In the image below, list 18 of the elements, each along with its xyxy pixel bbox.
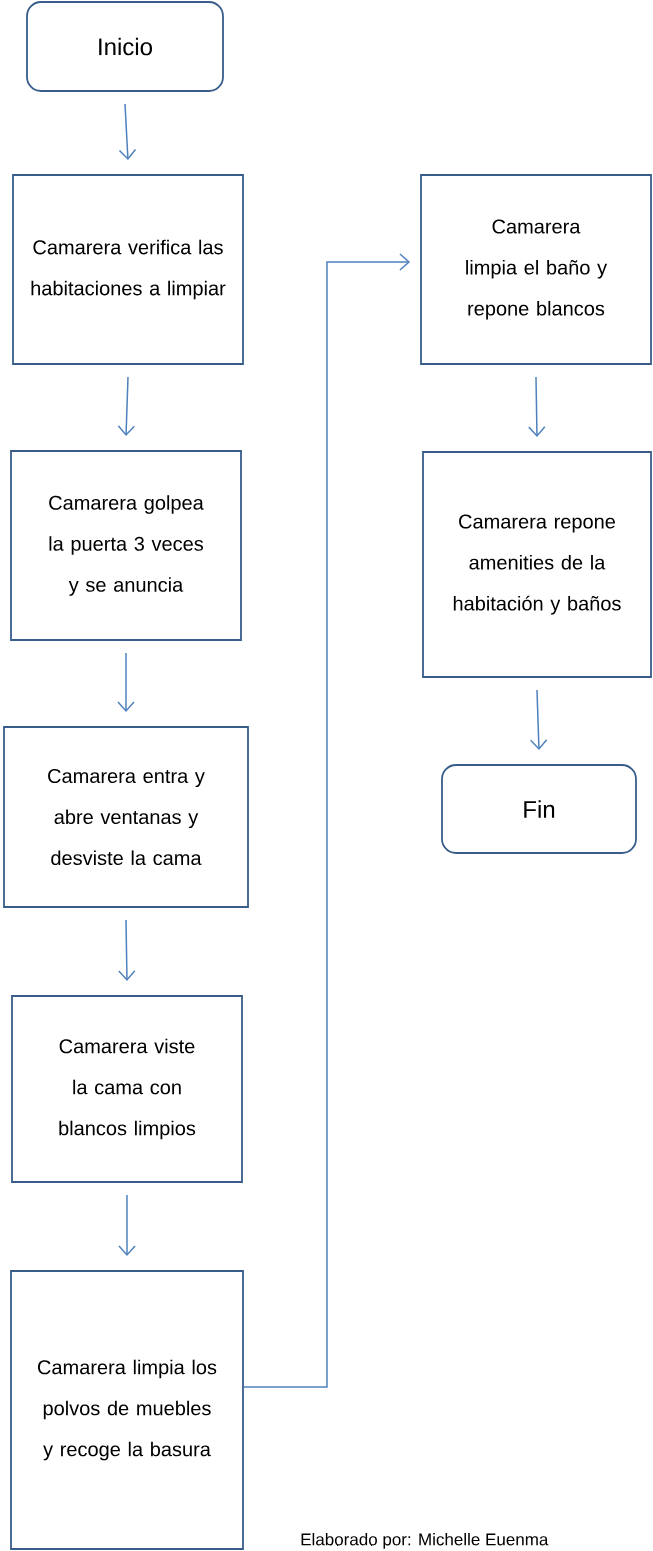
process-box: Camarera entra y abre ventanas y desviste la cama [3, 726, 249, 908]
terminal-box: Fin [441, 764, 637, 854]
arrow [118, 919, 136, 982]
process-box: Camarera limpia el baño y repone blancos [420, 174, 652, 365]
process-box: Camarera verifica las habitaciones a limpiar [12, 174, 244, 365]
credit-note: Elaborado por: Michelle Euenma [301, 1532, 549, 1549]
arrow [118, 1194, 136, 1257]
process-box: Camarera viste la cama con blancos limpios [11, 995, 243, 1183]
process-box: Camarera golpea la puerta 3 veces y se anuncia [10, 450, 242, 641]
arrow [243, 253, 411, 1388]
terminal-box: Inicio [26, 1, 224, 92]
arrow [117, 376, 136, 437]
arrow [529, 689, 548, 751]
arrow [118, 103, 137, 161]
arrow [528, 376, 546, 438]
process-box: Camarera limpia los polvos de muebles y recoge la basura [10, 1270, 244, 1550]
arrow [117, 652, 135, 713]
process-box: Camarera repone amenities de la habitación y baños [422, 451, 652, 678]
